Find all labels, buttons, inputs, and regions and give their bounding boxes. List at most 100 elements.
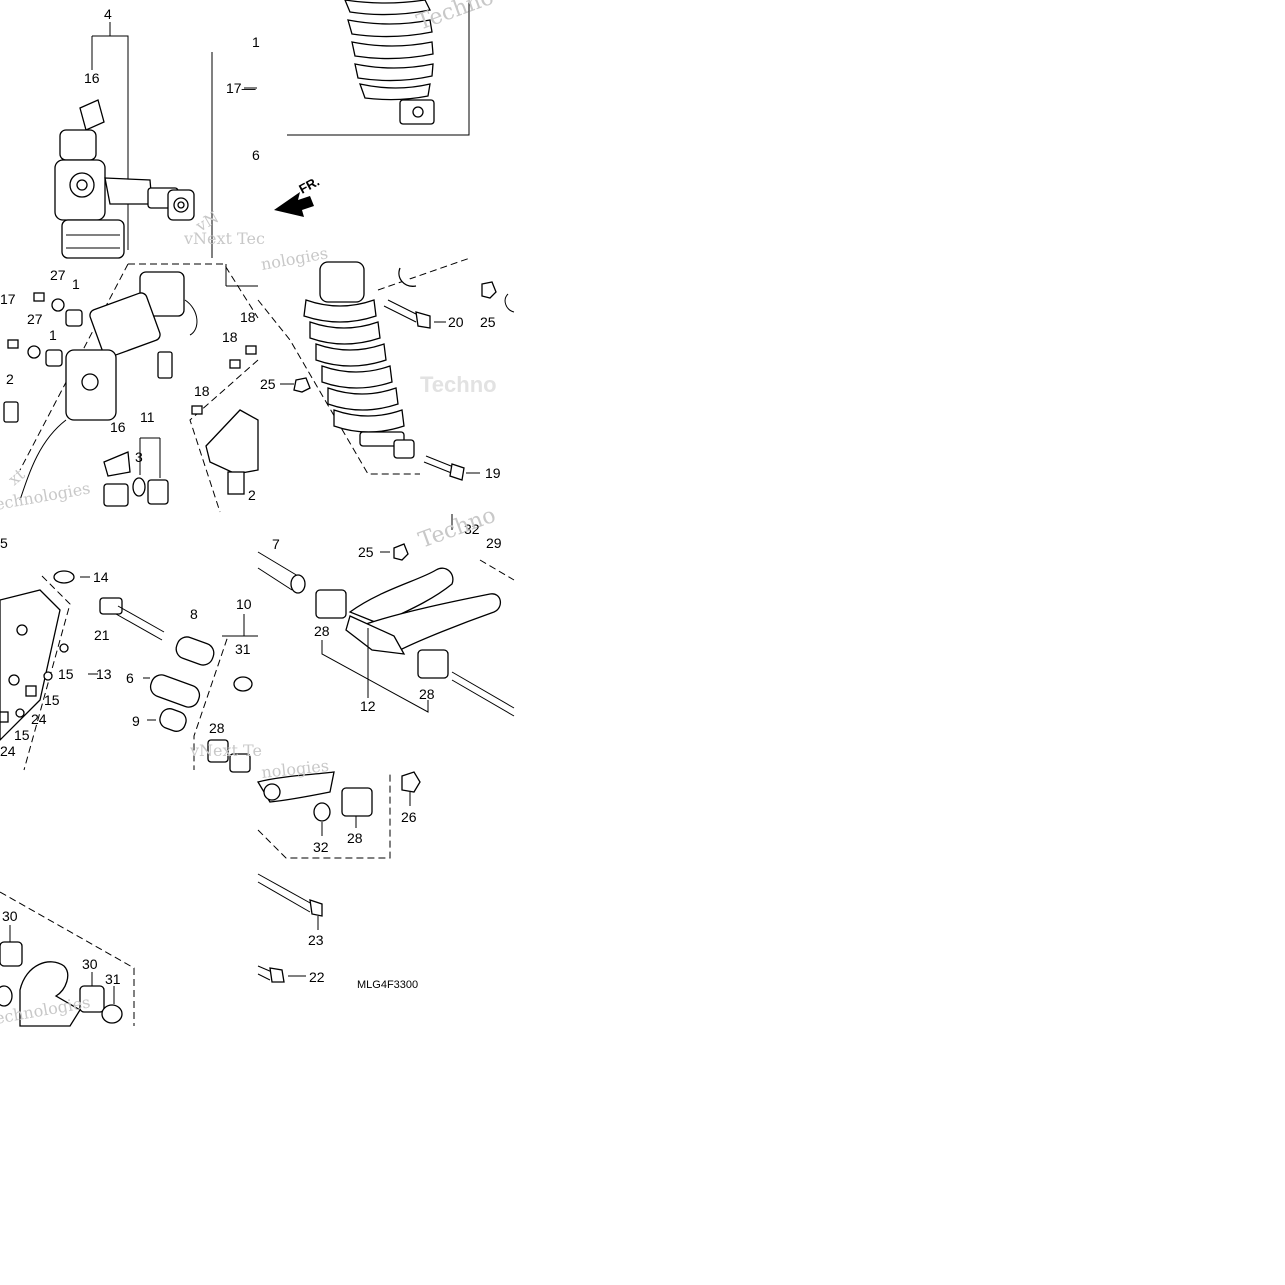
callout-12: 12 xyxy=(360,698,376,714)
callout-27: 27 xyxy=(27,311,43,327)
callout-6-partial: 6 xyxy=(252,147,260,163)
bolt-21 xyxy=(99,597,165,641)
bearing-28-lower xyxy=(417,649,449,679)
callout-4: 4 xyxy=(104,6,112,22)
callout-15: 15 xyxy=(58,666,74,682)
long-bolt xyxy=(451,671,515,717)
tile-link-bolts: 26 32 28 23 22 MLG4F3300 nologies xyxy=(257,756,421,991)
collar-14 xyxy=(53,570,75,584)
callout-30: 30 xyxy=(2,908,18,924)
callout-31: 31 xyxy=(235,641,251,657)
nut-26 xyxy=(401,771,421,793)
callout-15: 15 xyxy=(14,727,30,743)
shock-coil xyxy=(303,261,415,459)
tile-bracket-collars: 5 14 21 8 10 31 6 13 15 15 15 24 24 9 28… xyxy=(0,535,262,773)
callout-22: 22 xyxy=(309,969,325,985)
nut-25-upper xyxy=(393,543,409,561)
callout-2-partial: 2 xyxy=(248,487,256,503)
callout-18: 18 xyxy=(222,329,238,345)
callout-19: 19 xyxy=(485,465,501,481)
cushion-arm xyxy=(345,567,501,655)
callout-13: 13 xyxy=(96,666,112,682)
callout-17: 17 xyxy=(0,291,16,307)
callout-18: 18 xyxy=(240,309,256,325)
mounting-bracket xyxy=(0,589,61,741)
seal-32 xyxy=(313,802,331,822)
watermark-vnext-te: vNext Te xyxy=(189,741,262,760)
callout-2: 2 xyxy=(6,371,14,387)
front-direction-arrow: FR. xyxy=(274,174,322,217)
callout-18: 18 xyxy=(194,383,210,399)
callout-30: 30 xyxy=(82,956,98,972)
clip xyxy=(398,267,417,287)
callout-29: 29 xyxy=(486,535,502,551)
drawing-code: MLG4F3300 xyxy=(357,979,418,991)
callout-8: 8 xyxy=(190,606,198,622)
bolt-22 xyxy=(257,965,285,983)
callout-24: 24 xyxy=(31,711,47,727)
callout-32: 32 xyxy=(313,839,329,855)
bearing-28 xyxy=(315,589,347,619)
callout-23: 23 xyxy=(308,932,324,948)
watermark-brand-faint: Techno xyxy=(420,372,497,397)
callout-5-partial: 5 xyxy=(0,535,8,551)
bearing-28-link xyxy=(341,787,373,817)
shock-absorber-body xyxy=(54,129,125,259)
collar-28 xyxy=(207,739,229,763)
watermark-vnext-tec: vNext Tec xyxy=(183,229,265,248)
nut-25-lower xyxy=(293,377,311,393)
nut-25 xyxy=(481,281,497,299)
callout-9: 9 xyxy=(132,713,140,729)
callout-25: 25 xyxy=(480,314,496,330)
callout-25: 25 xyxy=(358,544,374,560)
callout-17: 17— xyxy=(226,80,256,96)
link-piece xyxy=(257,771,335,803)
callout-1-partial: 1 xyxy=(252,34,260,50)
remote-adjuster-knob xyxy=(104,177,195,221)
collar-8 xyxy=(175,636,215,666)
callout-20: 20 xyxy=(448,314,464,330)
tile-shock-adjuster: 4 16 1 17— 6 vNext Tec vN xyxy=(54,6,265,259)
collar-7 xyxy=(257,551,306,594)
adjuster-motor xyxy=(19,271,198,501)
callout-16: 16 xyxy=(84,70,100,86)
collar-6 xyxy=(149,674,201,708)
callout-26: 26 xyxy=(401,809,417,825)
callout-11: 11 xyxy=(140,409,155,425)
callout-28: 28 xyxy=(314,623,330,639)
watermark-nologies: nologies xyxy=(259,243,329,273)
callout-32: 32 xyxy=(464,521,480,537)
callout-14: 14 xyxy=(93,569,109,585)
bolt-23 xyxy=(257,873,323,917)
callout-28: 28 xyxy=(419,686,435,702)
direction-label: FR. xyxy=(296,174,322,197)
coil-spring xyxy=(344,0,435,125)
callout-1: 1 xyxy=(49,327,57,343)
tile-shock-spring: 20 25 25 19 nologies Techno xyxy=(257,243,515,481)
callout-28: 28 xyxy=(347,830,363,846)
callout-21: 21 xyxy=(94,627,110,643)
collar-9 xyxy=(159,708,187,732)
tile-adjuster-motor: 27 1 17 27 1 2 18 18 18 16 11 3 2 echnol… xyxy=(0,263,259,514)
callout-16: 16 xyxy=(110,419,126,435)
callout-1: 1 xyxy=(72,276,80,292)
tile-rear-spring: FR. Techno xyxy=(274,0,497,217)
callout-25: 25 xyxy=(260,376,276,392)
tile-swingarm-link: 30 30 31 echnologies xyxy=(0,891,135,1028)
bolts-and-collars xyxy=(3,292,257,507)
callout-7: 7 xyxy=(272,536,280,552)
callout-31: 31 xyxy=(105,971,121,987)
bolt-20 xyxy=(383,299,431,329)
callout-10: 10 xyxy=(236,596,252,612)
tile-cushion-arm: 7 25 32 29 28 28 12 Techno xyxy=(257,503,515,717)
label-sticker xyxy=(79,99,105,131)
callout-15: 15 xyxy=(44,692,60,708)
seal-31 xyxy=(233,676,253,692)
callout-24: 24 xyxy=(0,743,16,759)
swingarm-link xyxy=(0,941,123,1027)
bracket-assembly xyxy=(205,409,259,495)
callout-6: 6 xyxy=(126,670,134,686)
callout-3: 3 xyxy=(135,449,143,465)
callout-27: 27 xyxy=(50,267,66,283)
